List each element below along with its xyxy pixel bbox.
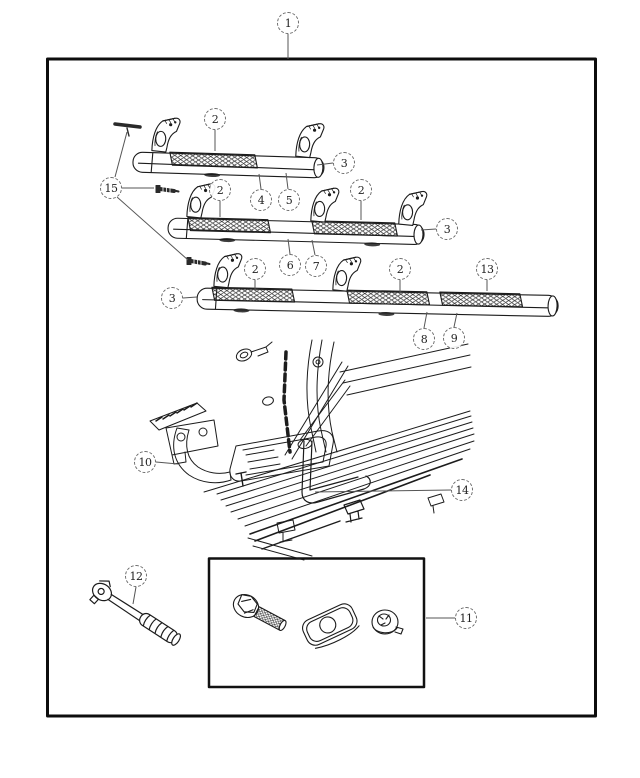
torque-wrench-icon: [89, 580, 182, 646]
callout-2-board2-right: 2: [350, 179, 372, 201]
callout-2-board1: 2: [204, 108, 226, 130]
callout-4: 4: [250, 189, 272, 211]
callout-5: 5: [278, 189, 300, 211]
nut-retainer-plate-icon: [302, 603, 360, 649]
callout-12: 12: [125, 565, 147, 587]
callout-3-board3: 3: [161, 287, 183, 309]
callout-7: 7: [305, 255, 327, 277]
running-board-long: [196, 252, 559, 317]
figure-border: [46, 57, 597, 718]
running-board-short: [132, 116, 325, 179]
callout-10: 10: [134, 451, 156, 473]
callout-11: 11: [455, 607, 477, 629]
callout-14: 14: [451, 479, 473, 501]
callout-2-board3-left: 2: [244, 258, 266, 280]
callout-3-board1: 3: [333, 152, 355, 174]
vehicle-body-sketch: [149, 339, 475, 561]
flange-bolt-icon: [232, 593, 287, 632]
support-bracket: [301, 440, 371, 523]
callout-13: 13: [476, 258, 498, 280]
running-board-medium: [167, 182, 428, 247]
callout-1: 1: [277, 12, 299, 34]
screw-middle-icon: [155, 185, 180, 194]
callout-3-board2: 3: [436, 218, 458, 240]
screw-bottom-icon: [186, 257, 211, 266]
flange-nut-icon: [371, 609, 404, 635]
screw-top-icon: [113, 122, 142, 137]
callout-8: 8: [413, 328, 435, 350]
callout-2-board2-left: 2: [209, 179, 231, 201]
callout-6: 6: [279, 254, 301, 276]
callout-15: 15: [100, 177, 122, 199]
callout-2-board3-right: 2: [389, 258, 411, 280]
callout-9: 9: [443, 327, 465, 349]
